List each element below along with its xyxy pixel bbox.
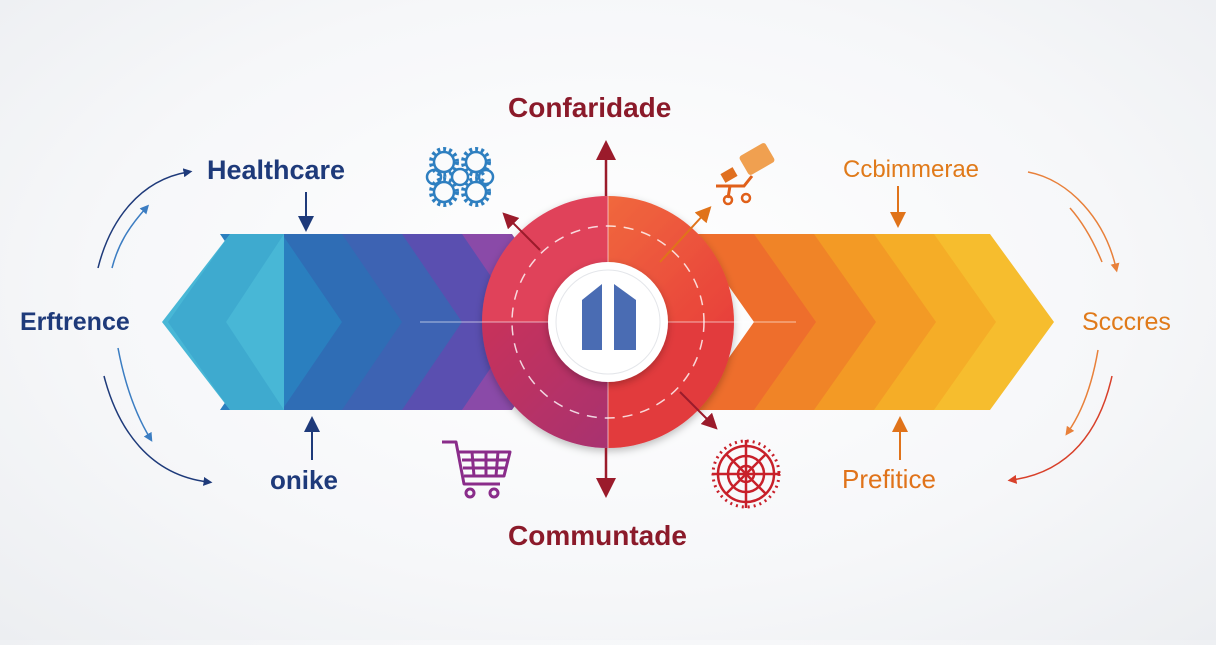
shopping-cart-icon <box>442 440 512 499</box>
arrow-diag-tl <box>502 212 541 251</box>
label-erftrence: Erftrence <box>20 308 130 336</box>
dashed-cycle <box>511 225 705 419</box>
curve-right-bottom-inner <box>1065 349 1099 436</box>
label-prefitice: Prefitice <box>842 464 936 494</box>
curve-left-bottom-outer <box>103 375 213 486</box>
gears-icon <box>425 147 495 207</box>
curve-left-top-inner <box>111 204 150 269</box>
curve-left-top-outer <box>97 168 193 269</box>
chevron-right-5 <box>932 234 1054 410</box>
label-cbimmerae: Ccbimmerae <box>843 156 980 183</box>
curve-right-bottom-outer <box>1007 375 1113 484</box>
label-top: Confaridade <box>508 92 672 123</box>
arrow-diag-tr <box>659 206 712 263</box>
center-hub <box>548 262 668 382</box>
target-icon <box>711 439 781 509</box>
label-healthcare: Healthcare <box>207 155 346 185</box>
home-icon <box>582 284 636 350</box>
arrow-diag-br <box>679 391 718 430</box>
machinery-icon <box>716 143 775 206</box>
right-chevrons <box>692 234 1054 410</box>
label-onike: onike <box>270 465 338 495</box>
label-sccres: Scccres <box>1082 308 1171 336</box>
label-bottom: Communtade <box>508 520 687 551</box>
curve-left-bottom-inner <box>117 347 153 442</box>
curve-right-top-outer <box>1027 171 1120 273</box>
